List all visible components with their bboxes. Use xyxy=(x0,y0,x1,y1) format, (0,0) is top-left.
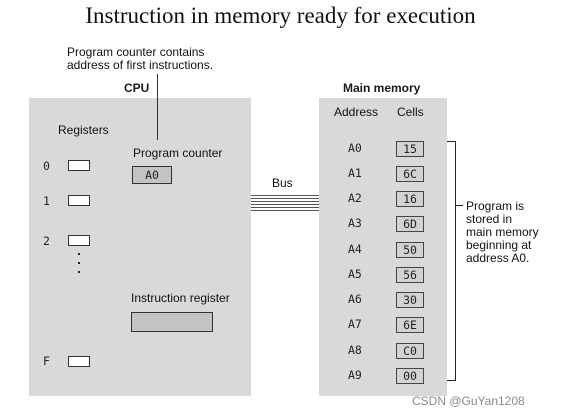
memory-address: A8 xyxy=(348,343,362,357)
memory-address: A6 xyxy=(348,292,362,306)
diagram-title: Instruction in memory ready for executio… xyxy=(85,3,476,28)
memory-cell-value: 56 xyxy=(403,268,417,282)
memory-address: A3 xyxy=(348,216,362,230)
register-0 xyxy=(68,160,90,171)
program-counter-note: Program counter contains address of firs… xyxy=(67,46,213,72)
program-note-line: address A0. xyxy=(466,251,530,265)
bus xyxy=(251,194,319,214)
program-counter-value: A0 xyxy=(145,168,159,182)
memory-cell-value: 6E xyxy=(403,318,417,332)
registers-label: Registers xyxy=(58,123,109,137)
program-counter-box: A0 xyxy=(132,166,172,184)
program-counter-note-line: address of first instructions. xyxy=(67,58,214,72)
program-bracket xyxy=(447,141,456,381)
register-1 xyxy=(68,195,90,206)
memory-address: A5 xyxy=(348,267,362,281)
program-counter-label: Program counter xyxy=(133,146,223,160)
memory-cell-value: 15 xyxy=(403,142,417,156)
register-label-1: 1 xyxy=(43,194,50,208)
memory-panel xyxy=(319,98,447,396)
memory-cell: C0 xyxy=(396,343,424,359)
memory-address: A0 xyxy=(348,141,362,155)
memory-cell: 00 xyxy=(396,368,424,384)
memory-address: A7 xyxy=(348,317,362,331)
watermark: CSDN @GuYan1208 xyxy=(412,394,525,408)
ellipsis-dot xyxy=(78,262,80,264)
program-counter-note-line: Program counter contains xyxy=(67,45,205,59)
memory-cell: 6D xyxy=(396,216,424,232)
memory-cell: 6C xyxy=(396,166,424,182)
bus-wire xyxy=(251,201,319,202)
bus-label: Bus xyxy=(272,176,293,190)
memory-cell-value: 00 xyxy=(403,369,417,383)
memory-cell-value: 50 xyxy=(403,243,417,257)
program-note-line: Program is xyxy=(466,199,525,213)
instruction-register-box xyxy=(131,312,213,332)
memory-rows: A0 15 A1 6C A2 16 A3 6D A4 50 A5 56 A6 3… xyxy=(319,140,447,390)
address-header: Address xyxy=(334,105,379,119)
memory-address: A2 xyxy=(348,191,362,205)
main-memory-label: Main memory xyxy=(343,81,421,95)
memory-cell: 56 xyxy=(396,267,424,283)
memory-cell: 6E xyxy=(396,317,424,333)
bracket-tick xyxy=(455,205,463,206)
ellipsis-dot xyxy=(78,253,80,255)
memory-cell-value: 6C xyxy=(403,167,417,181)
program-note-line: beginning at xyxy=(466,238,532,252)
memory-cell-value: 30 xyxy=(403,293,417,307)
memory-address: A4 xyxy=(348,242,362,256)
cpu-panel xyxy=(29,98,251,396)
memory-cell: 16 xyxy=(396,191,424,207)
ellipsis-dot xyxy=(78,271,80,273)
register-F xyxy=(68,356,90,367)
program-note-line: stored in xyxy=(466,212,513,226)
memory-cell-value: C0 xyxy=(403,344,417,358)
memory-cell: 30 xyxy=(396,292,424,308)
memory-address: A9 xyxy=(348,368,362,382)
bus-wire xyxy=(251,207,319,208)
bus-wire xyxy=(251,210,319,211)
register-label-2: 2 xyxy=(43,234,50,248)
register-label-F: F xyxy=(43,354,50,368)
memory-cell: 50 xyxy=(396,242,424,258)
bus-wire xyxy=(251,198,319,199)
memory-cell: 15 xyxy=(396,141,424,157)
memory-address: A1 xyxy=(348,166,362,180)
bus-wire xyxy=(251,195,319,196)
cells-header: Cells xyxy=(397,105,424,119)
program-note-line: main memory xyxy=(466,225,539,239)
program-note: Program is stored in main memory beginni… xyxy=(466,200,539,265)
register-2 xyxy=(68,235,90,246)
memory-cell-value: 16 xyxy=(403,192,417,206)
memory-cell-value: 6D xyxy=(403,217,417,231)
instruction-register-label: Instruction register xyxy=(131,291,230,305)
register-label-0: 0 xyxy=(43,159,50,173)
bus-wire xyxy=(251,204,319,205)
pointer-line xyxy=(157,74,158,140)
cpu-label: CPU xyxy=(124,81,150,95)
